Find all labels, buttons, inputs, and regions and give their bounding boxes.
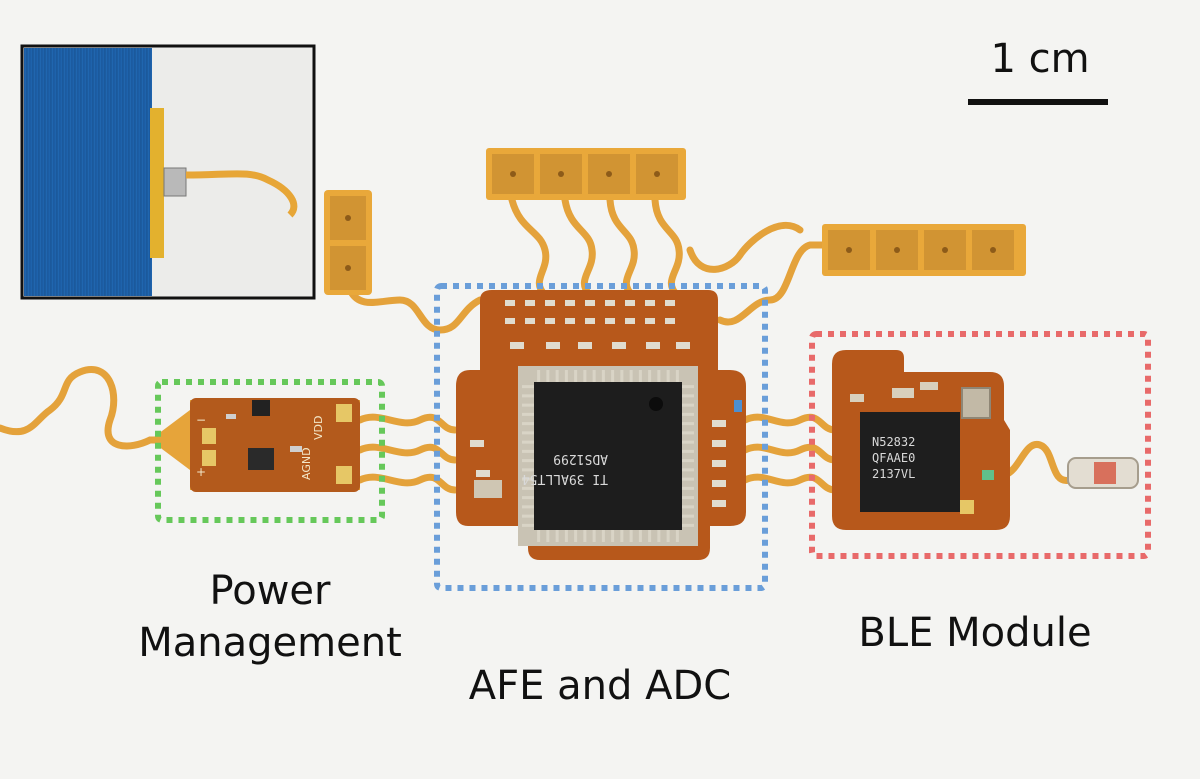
- chip-pin: [522, 385, 534, 389]
- electrode-pads-top: [486, 148, 686, 200]
- chip-pin: [555, 530, 559, 542]
- chip-pin: [592, 530, 596, 542]
- chip-pin: [611, 370, 615, 382]
- chip-pin: [546, 530, 550, 542]
- chip-marking-qfaae0: QFAAE0: [872, 451, 915, 465]
- chip-pin: [675, 530, 679, 542]
- chip-pin: [574, 370, 578, 382]
- power-management-board: AGND VDD + −: [150, 398, 360, 492]
- chip-pin: [522, 486, 534, 490]
- chip-pin: [682, 422, 694, 426]
- chip-pin: [583, 370, 587, 382]
- chip-pin: [522, 440, 534, 444]
- chip-pin: [620, 530, 624, 542]
- chip-pin: [682, 431, 694, 435]
- electrode-pads-left: [324, 190, 372, 295]
- chip-pin: [522, 449, 534, 453]
- chip-pin: [592, 370, 596, 382]
- pcb-marking-agnd: AGND: [300, 447, 313, 480]
- foam-block: [24, 48, 152, 296]
- chip-pin: [682, 412, 694, 416]
- chip-pin: [522, 477, 534, 481]
- chip-pin: [666, 370, 670, 382]
- afe-adc-outline: [434, 283, 768, 591]
- chip-pin: [522, 505, 534, 509]
- ble-module-caption: BLE Module: [858, 610, 1092, 656]
- chip-marking-afe-lot: TI 39ALLT54: [522, 471, 608, 486]
- pcb-marking-plus: +: [196, 465, 206, 479]
- chip-pin: [522, 403, 534, 407]
- chip-pin: [546, 370, 550, 382]
- chip-pin: [522, 459, 534, 463]
- chip-pin: [657, 530, 661, 542]
- power-caption-line2: Management: [138, 620, 402, 666]
- chip-pin: [682, 468, 694, 472]
- power-management-outline: [155, 379, 385, 523]
- chip-pin: [682, 385, 694, 389]
- chip-pin: [682, 459, 694, 463]
- chip-pin: [629, 370, 633, 382]
- ads1299-pins: [522, 370, 694, 542]
- chip-pin: [601, 530, 605, 542]
- chip-marking-n52832: N52832: [872, 435, 915, 449]
- chip-pin: [564, 530, 568, 542]
- chip-marking-2137vl: 2137VL: [872, 467, 915, 481]
- chip-pin: [629, 530, 633, 542]
- electrode-pads-right: [822, 224, 1026, 276]
- chip-pin: [682, 514, 694, 518]
- chip-pin: [682, 394, 694, 398]
- chip-pin: [682, 403, 694, 407]
- chip-pin: [611, 530, 615, 542]
- chip-pin: [638, 530, 642, 542]
- chip-pin: [522, 394, 534, 398]
- chip-pin: [682, 496, 694, 500]
- chip-marking-ads1299: ADS1299: [553, 451, 608, 466]
- chip-pin: [682, 523, 694, 527]
- chip-pin: [638, 370, 642, 382]
- chip-pin: [537, 370, 541, 382]
- chip-pin: [682, 486, 694, 490]
- scale-bar: [968, 99, 1108, 105]
- chip-pin: [682, 505, 694, 509]
- chip-pin: [522, 468, 534, 472]
- chip-pin: [522, 422, 534, 426]
- chip-pin: [682, 449, 694, 453]
- chip-pin: [657, 370, 661, 382]
- scale-bar-label: 1 cm: [990, 36, 1090, 82]
- afe-adc-board: ADS1299 TI 39ALLT54: [456, 290, 746, 560]
- power-caption-line1: Power: [209, 568, 331, 614]
- pcb-marking-minus: −: [196, 413, 206, 427]
- antenna-component: [1067, 457, 1139, 489]
- chip-pin: [564, 370, 568, 382]
- chip-pin: [522, 412, 534, 416]
- chip-pin: [682, 477, 694, 481]
- chip-pin: [522, 496, 534, 500]
- power-management-caption: Power Management: [120, 565, 420, 669]
- chip-pin: [666, 530, 670, 542]
- chip-pin: [522, 514, 534, 518]
- serpentine-traces: [0, 196, 1074, 494]
- chip-pin: [675, 370, 679, 382]
- chip-pin: [522, 523, 534, 527]
- pcb-marking-vdd: VDD: [312, 416, 325, 440]
- chip-pin: [620, 370, 624, 382]
- inset-photo: [20, 44, 316, 300]
- chip-pin: [583, 530, 587, 542]
- chip-pin: [555, 370, 559, 382]
- chip-pin: [682, 440, 694, 444]
- chip-pin: [648, 530, 652, 542]
- afe-adc-caption: AFE and ADC: [468, 663, 732, 709]
- chip-pin: [574, 530, 578, 542]
- chip-pin: [601, 370, 605, 382]
- chip-pin: [522, 431, 534, 435]
- chip-pin: [648, 370, 652, 382]
- chip-pin: [537, 530, 541, 542]
- ble-module-board: N52832 QFAAE0 2137VL: [832, 350, 1010, 530]
